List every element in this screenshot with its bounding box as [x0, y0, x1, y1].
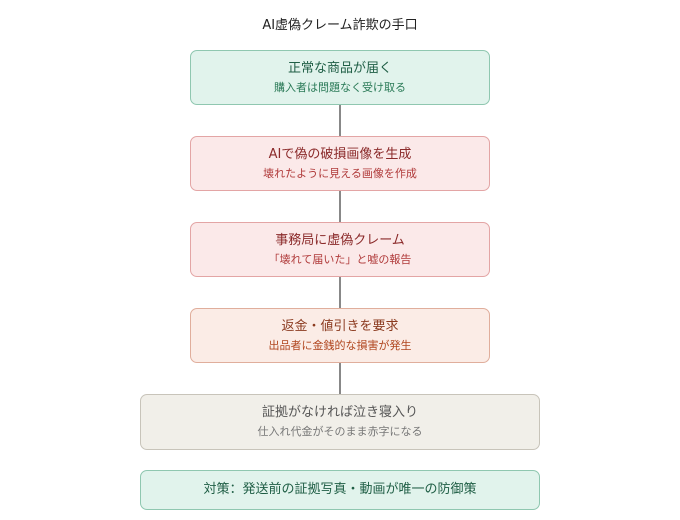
countermeasure-box: 対策：発送前の証拠写真・動画が唯一の防御策 [140, 470, 540, 510]
connector-4-5 [339, 363, 341, 394]
connector-2-3 [339, 191, 341, 222]
step-title: 事務局に虚偽クレーム [275, 233, 405, 248]
step-subtitle: 購入者は問題なく受け取る [274, 81, 406, 94]
diagram-title: AI虚偽クレーム詐欺の手口 [262, 18, 418, 33]
step-subtitle: 仕入れ代金がそのまま赤字になる [257, 425, 423, 438]
step-subtitle: 「壊れて届いた」と嘘の報告 [268, 253, 412, 266]
step-normal-delivery: 正常な商品が届く 購入者は問題なく受け取る [190, 50, 490, 105]
step-subtitle: 出品者に金銭的な損害が発生 [268, 339, 412, 352]
step-fake-image: AIで偽の破損画像を生成 壊れたように見える画像を作成 [190, 136, 490, 191]
countermeasure-text: 対策：発送前の証拠写真・動画が唯一の防御策 [203, 482, 477, 497]
step-loss: 証拠がなければ泣き寝入り 仕入れ代金がそのまま赤字になる [140, 394, 540, 450]
step-false-claim: 事務局に虚偽クレーム 「壊れて届いた」と嘘の報告 [190, 222, 490, 277]
connector-1-2 [339, 105, 341, 136]
step-refund-demand: 返金・値引きを要求 出品者に金銭的な損害が発生 [190, 308, 490, 363]
step-title: 証拠がなければ泣き寝入り [261, 405, 418, 420]
step-title: 正常な商品が届く [287, 61, 392, 76]
connector-3-4 [339, 277, 341, 308]
step-title: 返金・値引きを要求 [281, 319, 399, 334]
step-title: AIで偽の破損画像を生成 [268, 147, 412, 162]
step-subtitle: 壊れたように見える画像を作成 [263, 167, 417, 180]
